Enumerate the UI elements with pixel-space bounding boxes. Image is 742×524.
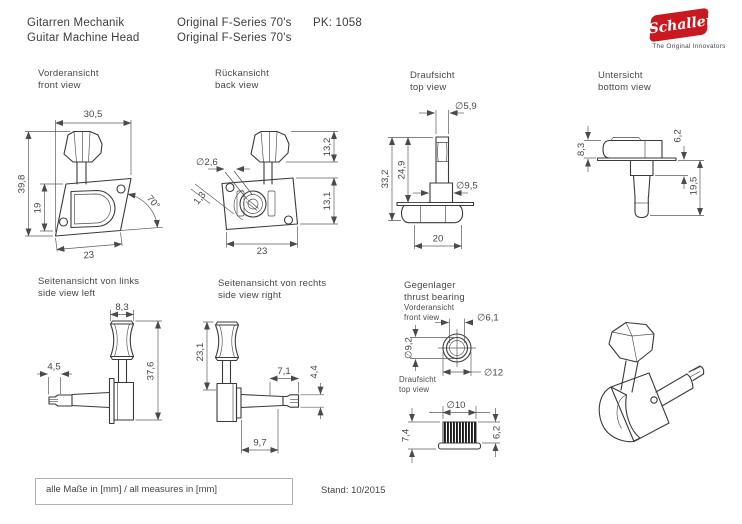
dim-bearing-ring: ∅9,2 [404, 337, 415, 359]
label-front-view: Vorderansicht front view [38, 68, 99, 91]
dim-bottom-bushing: 6,2 [673, 129, 684, 142]
front-view-drawing: 30,5 39,8 19 23 70° [17, 109, 164, 261]
product-title-de: Gitarren Mechanik [27, 17, 125, 29]
dim-sideright-height: 23,1 [195, 343, 206, 362]
back-view-drawing: 13,2 13,1 23 ∅2,6 1,3 [190, 130, 338, 257]
series-line2: Original F-Series 70's [177, 32, 292, 44]
dim-top-bushing: ∅9,5 [456, 181, 478, 192]
product-title-en: Guitar Machine Head [27, 32, 140, 44]
dim-back-button: 13,2 [322, 138, 333, 157]
dim-bearing-outer: ∅12 [484, 368, 503, 379]
product-title: Gitarren Mechanik Guitar Machine Head [27, 16, 139, 46]
series-line1: Original F-Series 70's [177, 17, 292, 29]
dim-bottom-post: 19,5 [689, 177, 700, 196]
dim-front-plate-width: 23 [83, 250, 95, 262]
dim-sideright-tip: 4,4 [309, 365, 320, 379]
measures-note: alle Maße in [mm] / all measures in [mm] [46, 484, 218, 495]
dim-bearing-body: 6,2 [492, 426, 503, 439]
dim-back-screw: ∅2,6 [196, 157, 218, 168]
bearing-front-drawing: ∅6,1 ∅9,2 ∅12 [404, 313, 504, 379]
measures-note-box [35, 478, 293, 505]
dim-sideright-length: 9,7 [253, 438, 266, 449]
side-view-right-drawing: 23,1 7,1 4,4 9,7 [195, 321, 324, 454]
dim-front-angle: 70° [144, 193, 162, 211]
dim-sideleft-tip: 4,5 [47, 362, 60, 373]
dim-bottom-housing: 8,3 [576, 143, 587, 156]
dim-front-total-height: 39,8 [17, 175, 28, 194]
side-view-left-drawing: 8,3 4,5 37,6 [37, 302, 162, 425]
top-view-drawing: ∅5,9 33,2 24,9 ∅9,5 20 [380, 101, 478, 249]
label-side-view-right: Seitenansicht von rechts side view right [218, 278, 327, 301]
dim-sideleft-button: 8,3 [115, 302, 128, 313]
dim-top-post: ∅5,9 [455, 101, 477, 112]
dim-front-width: 30,5 [84, 109, 103, 120]
dim-top-housing: 20 [433, 234, 444, 245]
label-bearing-top-view: Draufsicht top view [399, 375, 437, 394]
revision-date: Stand: 10/2015 [321, 485, 386, 496]
dim-top-upper: 24,9 [397, 161, 408, 180]
bearing-top-drawing: ∅10 7,4 6,2 [401, 400, 503, 463]
label-side-view-left: Seitenansicht von links side view left [38, 276, 140, 299]
part-number: PK: 1058 [313, 17, 362, 29]
dim-sideleft-total: 37,6 [146, 362, 157, 381]
dim-back-plate-width: 23 [257, 246, 268, 257]
dim-bearing-height: 7,4 [401, 428, 412, 442]
label-top-view: Draufsicht top view [410, 70, 455, 93]
dim-back-plate: 13,1 [322, 192, 333, 211]
dim-front-plate-height: 19 [33, 203, 44, 214]
dim-top-total: 33,2 [380, 170, 391, 189]
bottom-view-drawing: 8,3 6,2 19,5 [576, 126, 704, 219]
dim-bearing-thread: ∅10 [446, 400, 465, 411]
label-thrust-bearing: Gegenlager thrust bearing Vorderansicht … [404, 280, 465, 322]
label-bottom-view: Untersicht bottom view [598, 70, 651, 93]
dim-bearing-bore: ∅6,1 [477, 313, 499, 324]
series-title: Original F-Series 70's Original F-Series… [177, 16, 292, 46]
schaller-logo-tagline: The Original Innovators [652, 43, 726, 50]
label-back-view: Rückansicht back view [215, 68, 269, 91]
dim-sideright-post: 7,1 [277, 366, 290, 377]
isometric-illustration [598, 321, 705, 443]
